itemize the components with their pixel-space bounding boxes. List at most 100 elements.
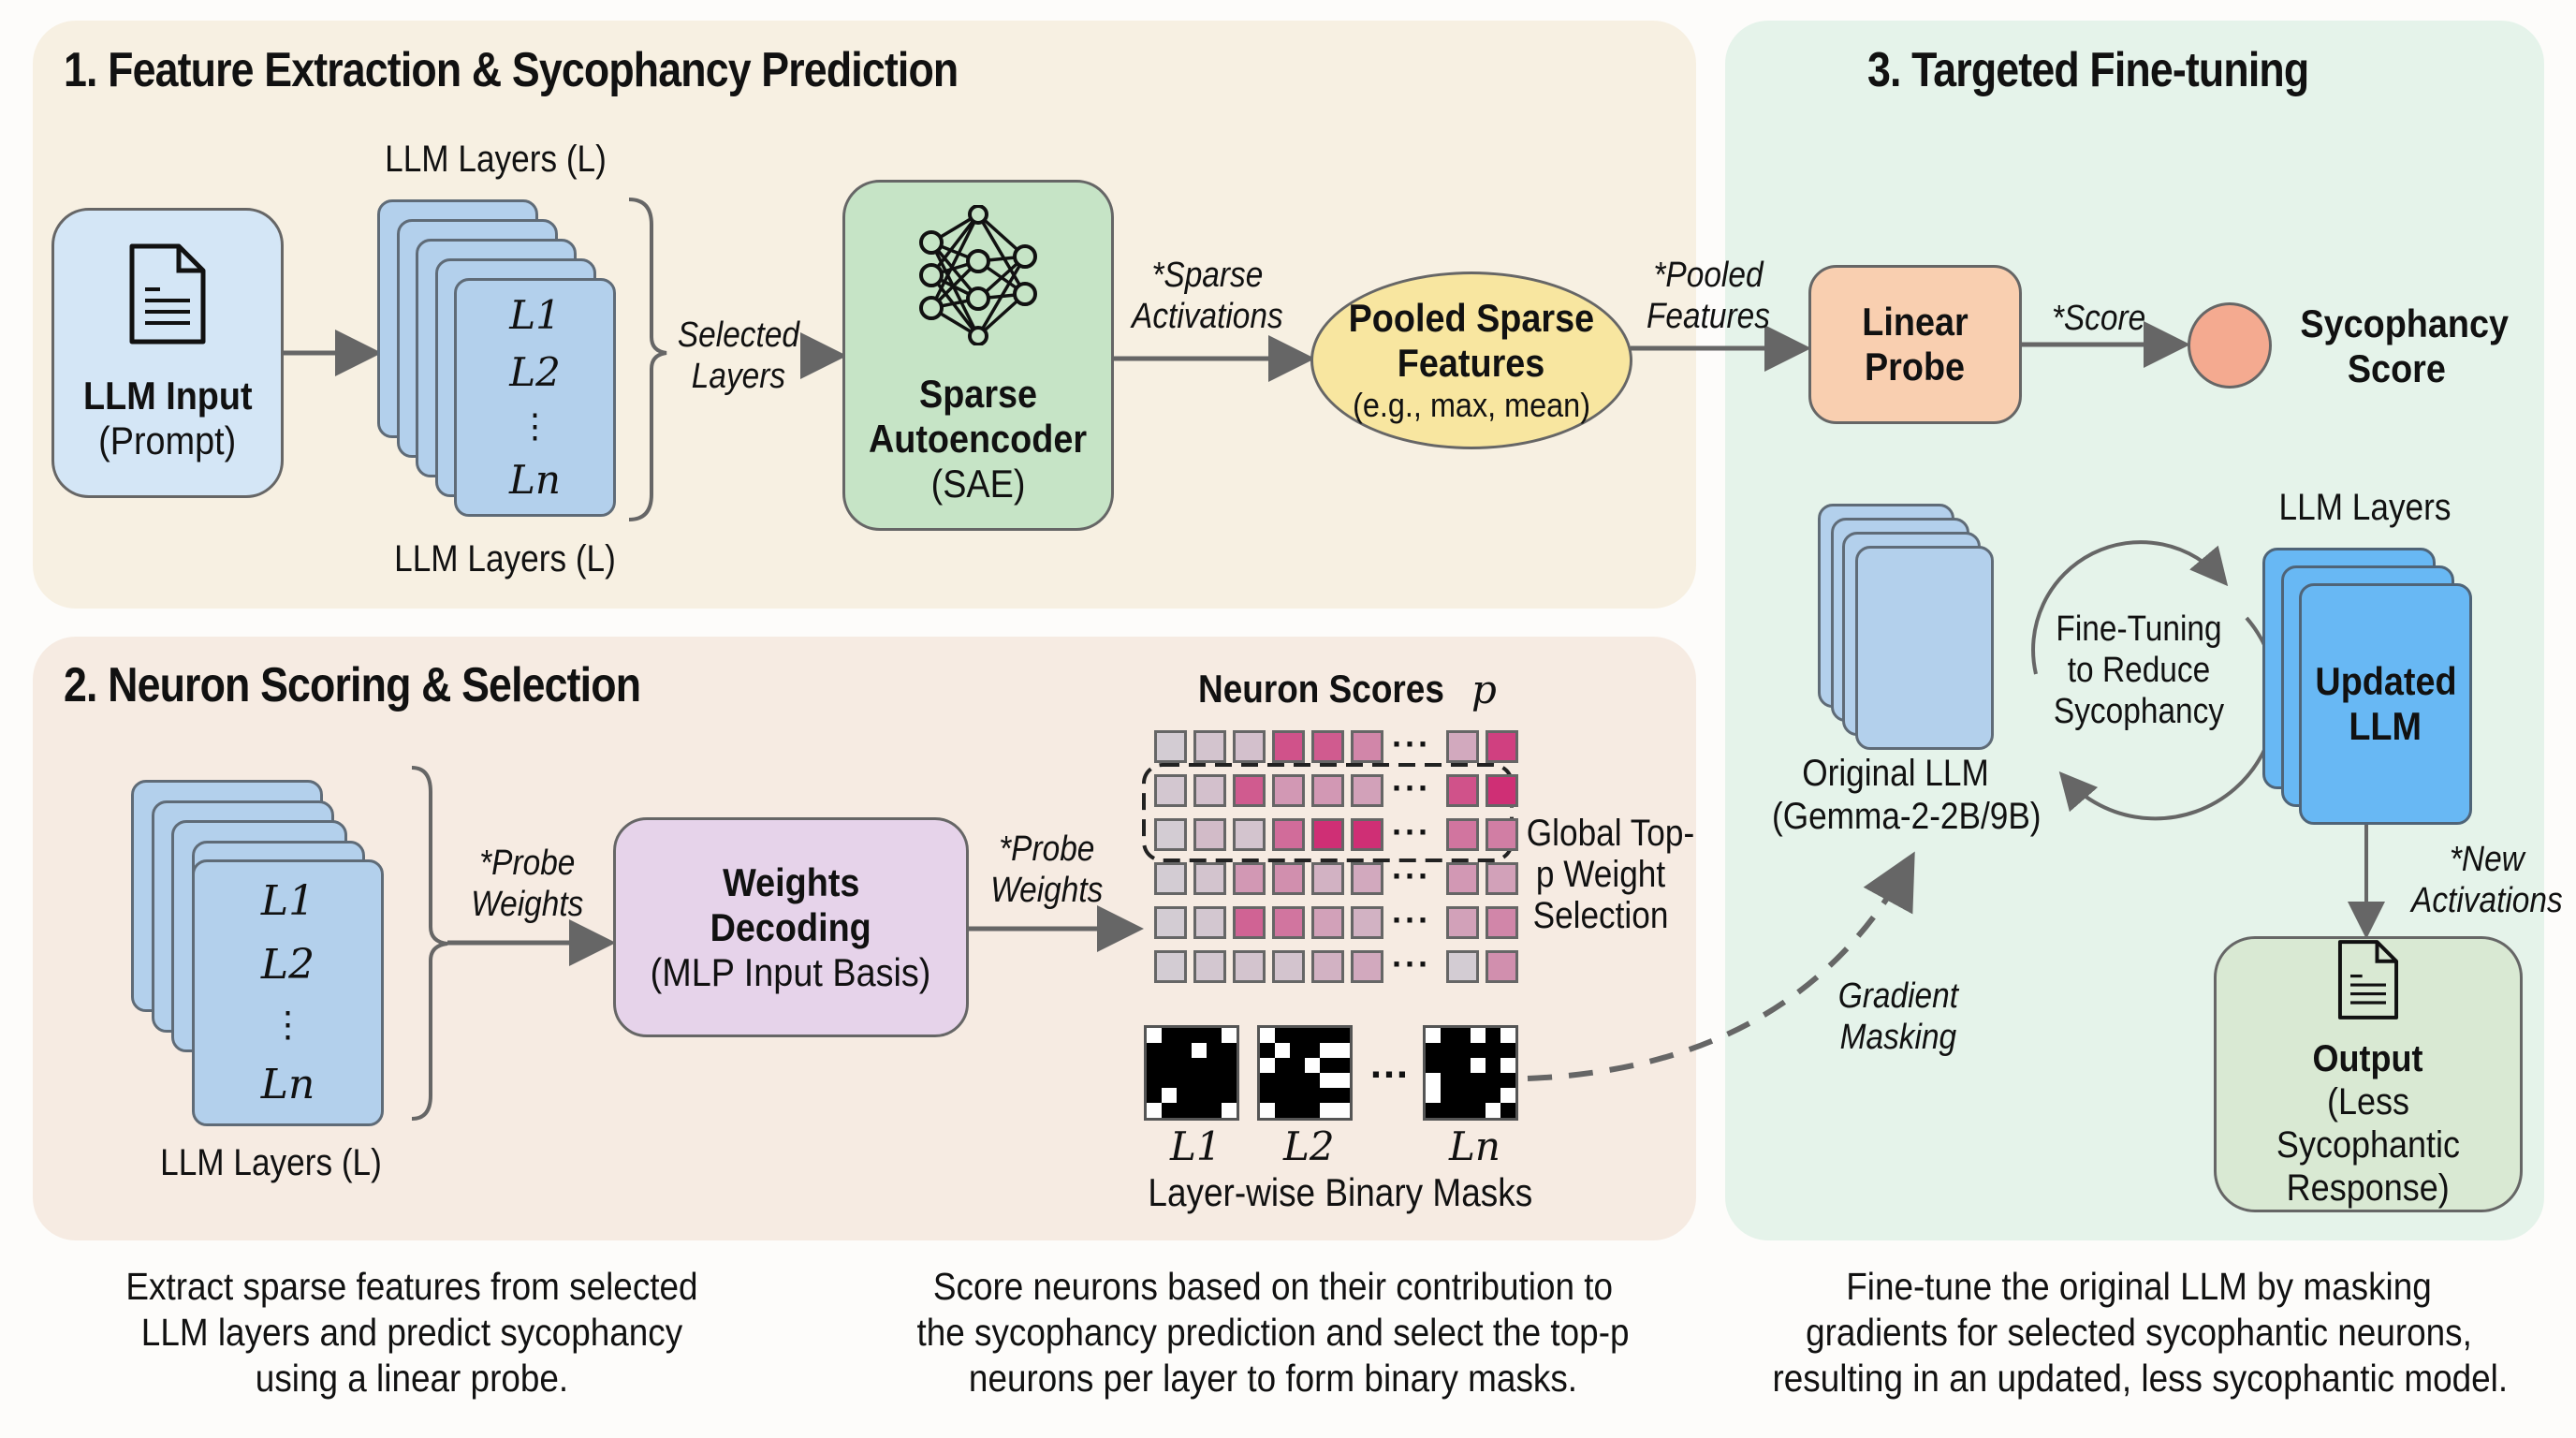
neuron-score-cell — [1351, 862, 1383, 895]
neuron-score-cell — [1193, 906, 1226, 939]
neuron-score-cell — [1446, 774, 1479, 807]
masks-label: Layer-wise Binary Masks — [1148, 1170, 1533, 1214]
mask-active-cell — [1426, 1073, 1441, 1088]
pooled-title-2: Features — [1398, 341, 1545, 385]
mask-active-cell — [1260, 1028, 1275, 1043]
neuron-score-cell — [1193, 818, 1226, 851]
sycophancy-score-circle — [2188, 302, 2272, 389]
mask-active-cell — [1320, 1073, 1335, 1088]
mask-active-cell — [1305, 1058, 1320, 1073]
neuron-score-cell — [1193, 730, 1226, 763]
neuron-score-cell — [1272, 774, 1305, 807]
sycophancy-score-label: Sycophancy Score — [2300, 301, 2510, 390]
mask-active-cell — [1320, 1103, 1335, 1118]
output-subtitle-1: (Less Sycophantic — [2276, 1081, 2461, 1166]
weights-decoding-subtitle: (MLP Input Basis) — [651, 949, 931, 994]
mask-active-cell — [1486, 1103, 1500, 1118]
sae-box: Sparse Autoencoder (SAE) — [842, 180, 1114, 531]
section-3-title: 3. Targeted Fine-tuning — [1867, 43, 2309, 97]
mask-label: L1 — [1170, 1123, 1222, 1169]
layers-bottom-label: LLM Layers (L) — [394, 538, 616, 580]
row-ellipsis: ··· — [1392, 857, 1431, 895]
weights-decoding-title-2: Decoding — [710, 904, 872, 949]
global-top-p-label: Global Top- p Weight Selection — [1526, 813, 1695, 936]
neuron-score-cell — [1486, 818, 1518, 851]
neuron-score-cell — [1311, 906, 1344, 939]
neuron-score-cell — [1446, 862, 1479, 895]
gradient-masking-label: Gradient Masking — [1837, 976, 1959, 1057]
layers-top-label: LLM Layers (L) — [385, 139, 607, 180]
neuron-score-cell — [1272, 950, 1305, 983]
mask-active-cell — [1335, 1103, 1350, 1118]
sae-title-2: Autoencoder — [869, 416, 1088, 461]
sae-title-1: Sparse — [918, 371, 1038, 416]
pooled-title-1: Pooled Sparse — [1348, 296, 1595, 340]
sparse-activations-label: *Sparse Activations — [1132, 256, 1283, 336]
neuron-score-cell — [1351, 774, 1383, 807]
original-llm-label: Original LLM (Gemma-2-2B/9B) — [1772, 753, 2042, 837]
mask-active-cell — [1222, 1103, 1237, 1118]
layer-label-ellipsis: ⋮ — [518, 406, 552, 446]
mask-active-cell — [1222, 1028, 1237, 1043]
row-ellipsis: ··· — [1392, 813, 1431, 851]
neuron-score-cell — [1311, 862, 1344, 895]
updated-llm-title-1: Updated — [2314, 659, 2457, 703]
output-title: Output — [2313, 1038, 2423, 1079]
llm-layers-label: LLM Layers — [2278, 487, 2452, 528]
neuron-score-cell — [1446, 950, 1479, 983]
neuron-score-cell — [1351, 730, 1383, 763]
finetuning-cycle-label: Fine-Tuning to Reduce Sycophancy — [2053, 609, 2225, 731]
s2-layer-label-ellipsis: ⋮ — [270, 1004, 306, 1046]
caption-section-1: Extract sparse features from selected LL… — [125, 1265, 698, 1400]
selected-layers-label: Selected Layers — [677, 315, 800, 396]
neuron-score-cell — [1233, 862, 1266, 895]
neuron-score-cell — [1351, 906, 1383, 939]
mask-active-cell — [1192, 1043, 1207, 1058]
neuron-score-cell — [1311, 730, 1344, 763]
row-ellipsis: ··· — [1392, 769, 1431, 807]
s2-layers-label: LLM Layers (L) — [160, 1142, 382, 1183]
neuron-score-cell — [1154, 906, 1187, 939]
s2-layer-label-1: L1 — [260, 877, 315, 926]
neuron-score-cell — [1272, 730, 1305, 763]
mask-active-cell — [1335, 1073, 1350, 1088]
caption-section-3: Fine-tune the original LLM by masking gr… — [1772, 1265, 2509, 1400]
document-icon — [2337, 940, 2399, 1020]
layer-label-1: L1 — [509, 292, 561, 339]
pooled-features-label: *Pooled Features — [1646, 256, 1770, 336]
neural-network-icon — [919, 204, 1037, 345]
mask-active-cell — [1426, 1028, 1441, 1043]
neuron-score-cell — [1446, 906, 1479, 939]
binary-mask-l2 — [1257, 1025, 1353, 1121]
probe-weights-in-label: *Probe Weights — [471, 844, 584, 924]
mask-active-cell — [1275, 1043, 1290, 1058]
neuron-score-cell — [1272, 906, 1305, 939]
new-activations-label: *New Activations — [2411, 840, 2563, 920]
s2-layer-label-2: L2 — [260, 940, 315, 989]
neuron-score-cell — [1233, 774, 1266, 807]
neuron-score-cell — [1446, 730, 1479, 763]
weights-decoding-box: Weights Decoding (MLP Input Basis) — [613, 817, 969, 1037]
mask-active-cell — [1471, 1028, 1486, 1043]
section-2-title: 2. Neuron Scoring & Selection — [64, 658, 641, 712]
row-ellipsis: ··· — [1392, 725, 1431, 763]
neuron-score-cell — [1193, 950, 1226, 983]
neuron-score-cell — [1272, 862, 1305, 895]
mask-active-cell — [1260, 1103, 1275, 1118]
neuron-score-cell — [1233, 730, 1266, 763]
neuron-score-cell — [1351, 950, 1383, 983]
neuron-score-cell — [1272, 818, 1305, 851]
section-1-title: 1. Feature Extraction & Sycophancy Predi… — [64, 43, 959, 97]
row-ellipsis: ··· — [1392, 901, 1431, 939]
neuron-score-cell — [1311, 818, 1344, 851]
score-label: *Score — [2051, 299, 2146, 338]
neuron-score-cell — [1446, 818, 1479, 851]
neuron-score-cell — [1233, 906, 1266, 939]
masks-ellipsis: … — [1368, 1041, 1410, 1087]
neuron-score-cell — [1311, 950, 1344, 983]
row-ellipsis: ··· — [1392, 945, 1431, 983]
sae-subtitle: (SAE) — [930, 461, 1026, 506]
document-icon — [129, 243, 206, 345]
neuron-score-cell — [1193, 774, 1226, 807]
neuron-score-cell — [1486, 906, 1518, 939]
